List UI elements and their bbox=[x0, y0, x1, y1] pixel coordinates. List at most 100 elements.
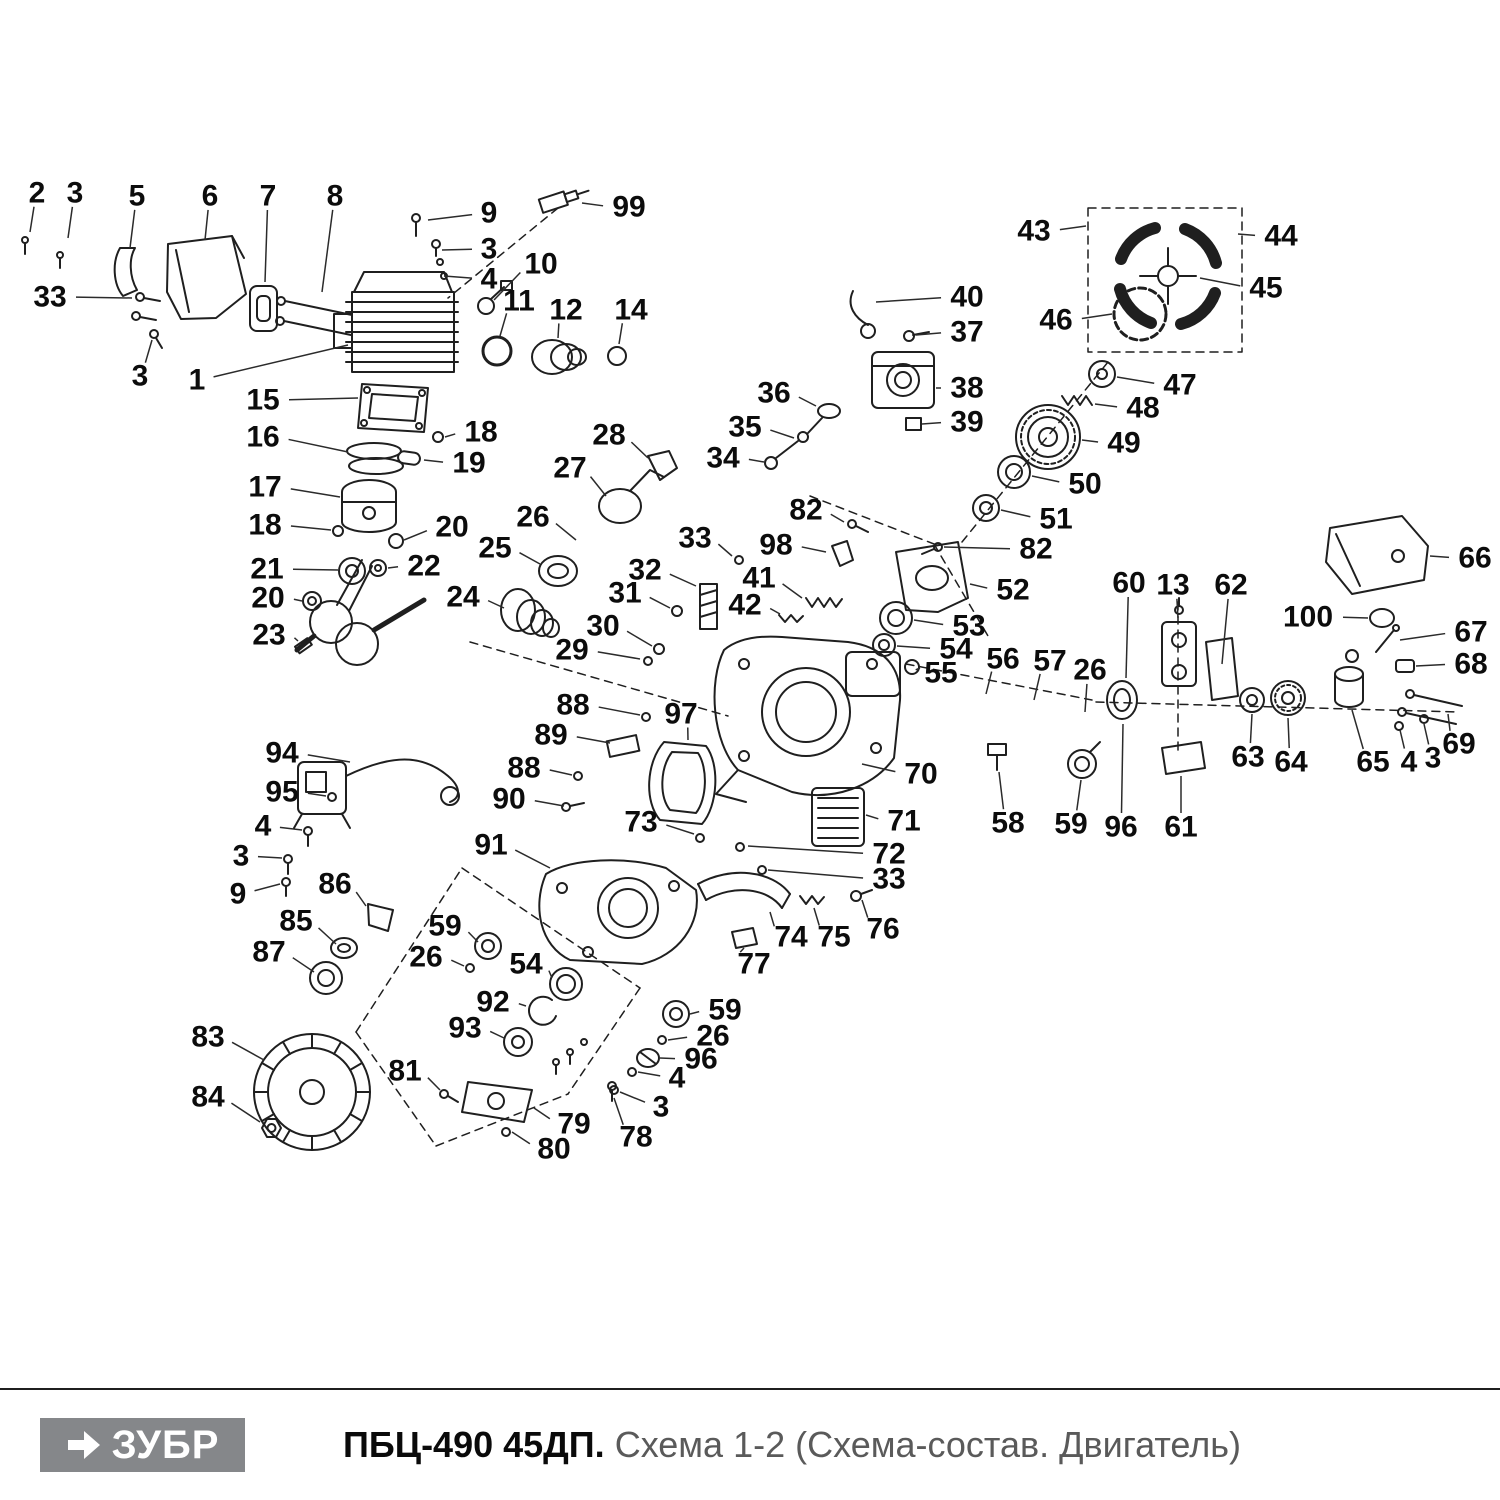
callout-label: 47 bbox=[1163, 369, 1196, 402]
leader-line bbox=[1081, 313, 1113, 320]
throttle-link-34-36 bbox=[764, 403, 841, 470]
callout-label: 79 bbox=[557, 1108, 590, 1141]
washer-4d bbox=[627, 1067, 637, 1077]
oil-seal-25 bbox=[538, 555, 578, 587]
leader-line bbox=[969, 583, 988, 589]
leader-line bbox=[293, 598, 303, 602]
callout-label: 6 bbox=[202, 180, 219, 213]
callout-label: 82 bbox=[789, 494, 822, 527]
leader-line bbox=[288, 397, 359, 401]
callout-label: 59 bbox=[428, 910, 461, 943]
callout-label: 63 bbox=[1231, 741, 1264, 774]
leader-line bbox=[321, 209, 334, 293]
callout-label: 84 bbox=[191, 1081, 225, 1114]
leader-line bbox=[667, 1036, 688, 1041]
screws-72-73-33 bbox=[695, 833, 767, 875]
flywheel-83 bbox=[253, 1033, 371, 1151]
crankcase-70 bbox=[713, 635, 902, 803]
nut-55 bbox=[904, 659, 920, 675]
callout-label: 78 bbox=[619, 1121, 652, 1154]
callout-label: 83 bbox=[191, 1021, 224, 1054]
leader-line bbox=[307, 754, 351, 763]
callout-label: 3 bbox=[1425, 742, 1442, 775]
springs-41-42 bbox=[778, 597, 843, 623]
screw-26d bbox=[657, 1035, 667, 1045]
carburetor-37-39 bbox=[871, 330, 935, 431]
leader-line bbox=[290, 525, 332, 531]
callout-label: 73 bbox=[624, 806, 657, 839]
starter-rope-46 bbox=[1112, 286, 1168, 342]
leader-line bbox=[637, 1071, 661, 1077]
leader-line bbox=[589, 476, 607, 497]
leader-line bbox=[129, 209, 136, 249]
screws-33-left bbox=[131, 292, 163, 349]
snap-ring-92 bbox=[528, 995, 557, 1026]
leader-line bbox=[943, 546, 1011, 550]
leader-line bbox=[1415, 663, 1446, 667]
leader-line bbox=[443, 275, 473, 279]
small-screws-bottom bbox=[552, 1038, 588, 1075]
callout-label: 4 bbox=[1401, 746, 1418, 779]
callout-label: 14 bbox=[614, 294, 648, 327]
muffler-bracket-5 bbox=[113, 247, 138, 297]
callout-label: 88 bbox=[507, 752, 540, 785]
leader-line bbox=[1081, 439, 1099, 443]
leader-line bbox=[1084, 683, 1088, 713]
callout-label: 88 bbox=[556, 689, 589, 722]
leader-line bbox=[204, 209, 209, 241]
bracket-58 bbox=[987, 743, 1007, 771]
leader-line bbox=[427, 1077, 441, 1091]
leader-line bbox=[1423, 723, 1430, 745]
callout-label: 33 bbox=[33, 281, 66, 314]
callout-label: 39 bbox=[950, 406, 983, 439]
leader-line bbox=[549, 769, 573, 776]
o-ring-11 bbox=[481, 335, 513, 367]
leader-line bbox=[487, 599, 505, 609]
lever-28 bbox=[647, 450, 678, 481]
callout-label: 15 bbox=[246, 384, 279, 417]
callout-label: 91 bbox=[474, 829, 507, 862]
spring-48 bbox=[1061, 395, 1093, 406]
leader-line bbox=[144, 339, 153, 363]
leader-line bbox=[444, 433, 456, 438]
callout-label: 16 bbox=[246, 421, 279, 454]
callout-label: 94 bbox=[265, 737, 299, 770]
leader-line bbox=[1351, 709, 1364, 750]
callout-label: 87 bbox=[252, 936, 285, 969]
callout-label: 62 bbox=[1214, 569, 1247, 602]
leader-line bbox=[1120, 723, 1124, 814]
callout-label: 2 bbox=[29, 177, 46, 210]
leader-line bbox=[292, 957, 315, 973]
ignition-module-94 bbox=[293, 758, 460, 829]
crankshaft-23 bbox=[293, 559, 427, 666]
callout-label: 61 bbox=[1164, 811, 1197, 844]
bearing-50 bbox=[997, 455, 1031, 489]
callout-label: 72 bbox=[872, 838, 905, 871]
leader-line bbox=[29, 206, 35, 233]
starter-dashed-box-43 bbox=[1087, 207, 1243, 353]
zubr-logo: ЗУБР bbox=[40, 1418, 245, 1472]
callout-label: 86 bbox=[318, 868, 351, 901]
leader-line bbox=[1199, 277, 1241, 287]
callout-label: 95 bbox=[265, 776, 298, 809]
callout-label: 45 bbox=[1249, 272, 1282, 305]
callout-label: 64 bbox=[1274, 746, 1308, 779]
leader-line bbox=[896, 645, 931, 650]
leader-line bbox=[231, 1041, 265, 1061]
leader-line bbox=[293, 637, 299, 642]
callout-label: 35 bbox=[728, 411, 761, 444]
callout-label: 96 bbox=[1104, 811, 1137, 844]
leader-line bbox=[290, 488, 341, 498]
callout-label: 82 bbox=[1019, 533, 1052, 566]
callout-label: 53 bbox=[952, 610, 985, 643]
leader-line bbox=[292, 568, 339, 571]
screws-82 bbox=[847, 519, 943, 555]
callout-label: 28 bbox=[592, 419, 625, 452]
leader-line bbox=[985, 671, 993, 695]
callout-label: 38 bbox=[950, 372, 983, 405]
callout-label: 90 bbox=[492, 783, 525, 816]
leader-line bbox=[659, 1057, 676, 1060]
leader-line bbox=[830, 513, 845, 523]
